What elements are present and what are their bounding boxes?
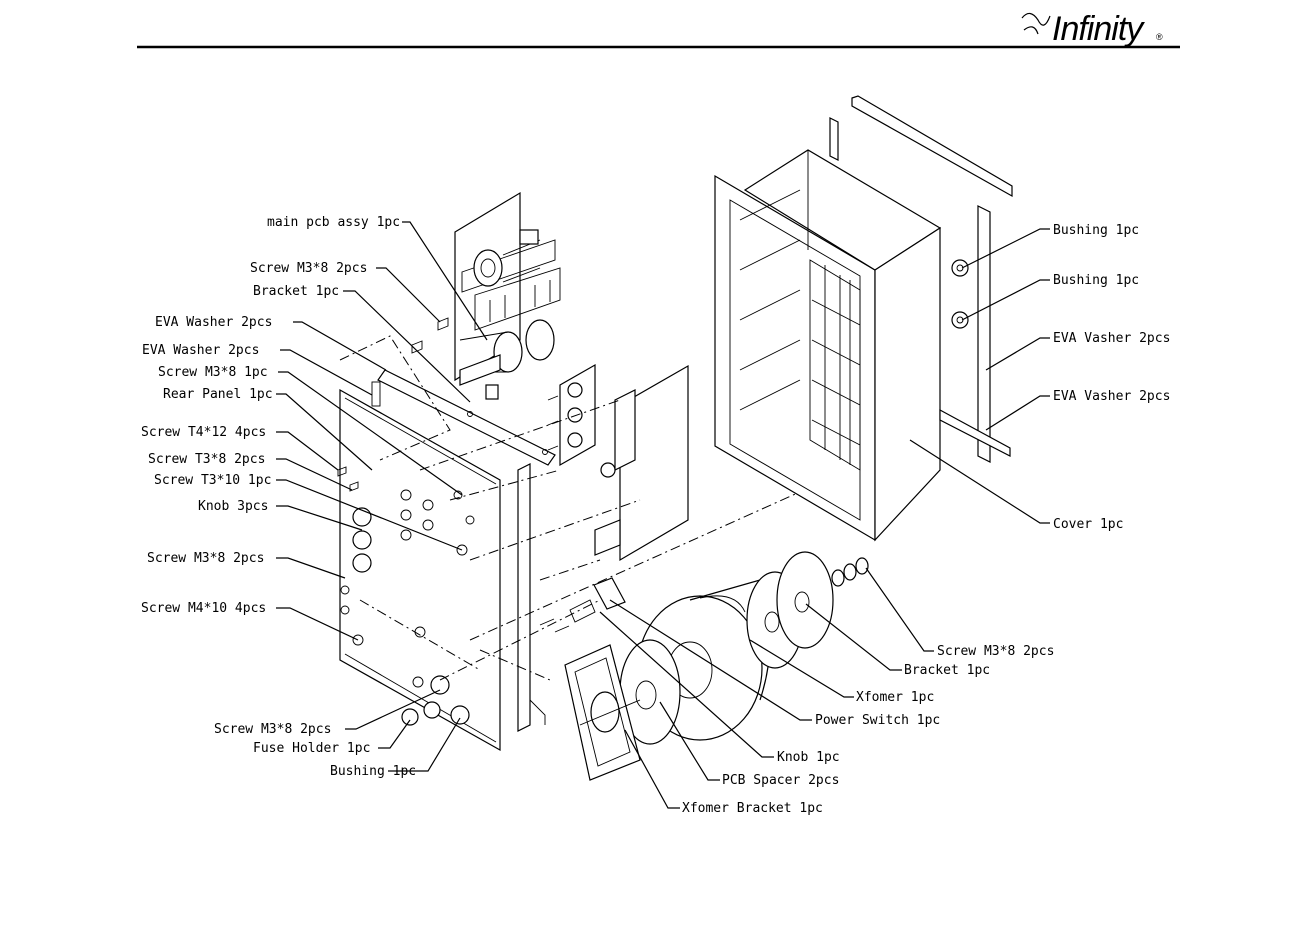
label-screw-m3x8-top: Screw M3*8 2pcs bbox=[250, 261, 367, 276]
label-fuse-holder: Fuse Holder 1pc bbox=[253, 741, 370, 756]
label-pcb-spacer: PCB Spacer 2pcs bbox=[722, 773, 839, 788]
bracket-top-part bbox=[377, 369, 556, 466]
main-pcb-assembly-part bbox=[454, 191, 561, 400]
callout-labels: main pcb assy 1pc Screw M3*8 2pcs Bracke… bbox=[141, 215, 1170, 816]
label-cover: Cover 1pc bbox=[1053, 517, 1123, 532]
label-knob-1pc: Knob 1pc bbox=[777, 750, 840, 765]
label-screw-m3x8-1pc: Screw M3*8 1pc bbox=[158, 365, 268, 380]
logo-text: Infinity bbox=[1052, 10, 1145, 48]
side-rail-part bbox=[517, 463, 546, 732]
power-switch-part bbox=[539, 577, 626, 633]
eva-washer-right-part bbox=[939, 205, 1011, 463]
label-eva-washer-1: EVA Washer 2pcs bbox=[155, 315, 272, 330]
label-eva-washer-right-1: EVA Vasher 2pcs bbox=[1053, 331, 1170, 346]
rear-panel-part bbox=[337, 381, 501, 752]
label-screw-t3x10: Screw T3*10 1pc bbox=[154, 473, 271, 488]
label-screw-m4x10: Screw M4*10 4pcs bbox=[141, 601, 266, 616]
xfomer-bracket-part bbox=[564, 644, 641, 781]
label-bushing-right-2: Bushing 1pc bbox=[1053, 273, 1139, 288]
logo-registered-mark: ® bbox=[1156, 32, 1163, 42]
label-screw-t4x12: Screw T4*12 4pcs bbox=[141, 425, 266, 440]
label-eva-washer-right-2: EVA Vasher 2pcs bbox=[1053, 389, 1170, 404]
label-screw-m3x8-right: Screw M3*8 2pcs bbox=[937, 644, 1054, 659]
label-rear-panel: Rear Panel 1pc bbox=[163, 387, 273, 402]
label-screw-t3x8: Screw T3*8 2pcs bbox=[148, 452, 265, 467]
label-xfomer: Xfomer 1pc bbox=[856, 690, 934, 705]
label-knob-3pcs: Knob 3pcs bbox=[198, 499, 268, 514]
cover-part bbox=[714, 149, 942, 542]
label-bracket-right: Bracket 1pc bbox=[904, 663, 990, 678]
cover-top-bracket-part bbox=[829, 95, 1013, 198]
label-eva-washer-2: EVA Washer 2pcs bbox=[142, 343, 259, 358]
assembly-center-lines bbox=[339, 335, 861, 681]
label-bushing-bottom: Bushing 1pc bbox=[330, 764, 416, 779]
control-pcb-part bbox=[547, 363, 596, 467]
infinity-logo: Infinity ® bbox=[1021, 10, 1163, 48]
bracket-disc-part bbox=[746, 551, 869, 669]
label-power-switch: Power Switch 1pc bbox=[815, 713, 940, 728]
logo-swirl-icon bbox=[1021, 12, 1051, 35]
callout-leaders bbox=[276, 221, 1050, 809]
input-pcb-part bbox=[594, 364, 689, 562]
label-screw-m3x8-mid: Screw M3*8 2pcs bbox=[147, 551, 264, 566]
transformer-part bbox=[619, 579, 771, 745]
label-main-pcb-assy: main pcb assy 1pc bbox=[267, 215, 400, 230]
label-bracket-top: Bracket 1pc bbox=[253, 284, 339, 299]
screw-m3x8-top-part bbox=[411, 317, 449, 354]
label-screw-m3x8-bottom: Screw M3*8 2pcs bbox=[214, 722, 331, 737]
label-bushing-right-1: Bushing 1pc bbox=[1053, 223, 1139, 238]
label-xfomer-bracket: Xfomer Bracket 1pc bbox=[682, 801, 823, 816]
